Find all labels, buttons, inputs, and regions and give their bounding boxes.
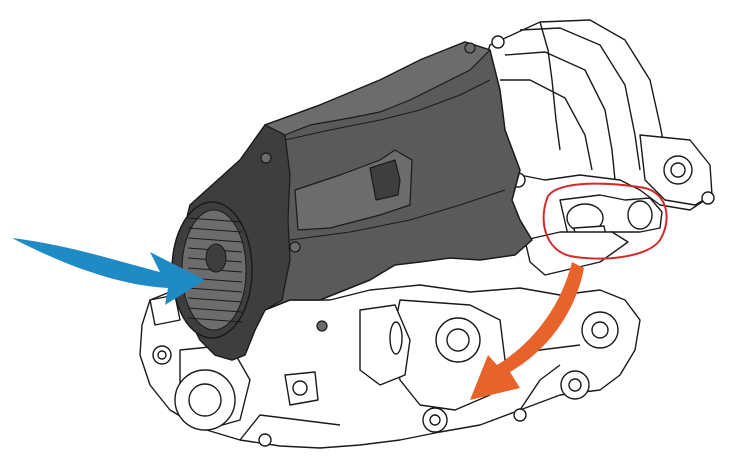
gear-bolt-inner (446, 328, 470, 352)
bottom-bolt-inner (429, 414, 441, 426)
grille-fin (187, 317, 243, 323)
housing-bolt-top-right (464, 42, 476, 54)
cooler-tube-4 (539, 21, 561, 151)
housing-bolt-bottom (316, 320, 328, 332)
small-bolt-bottom-left (258, 433, 272, 447)
housing-seam (289, 189, 506, 241)
highlight-ring (542, 182, 668, 260)
grille-fin (187, 297, 243, 303)
outflow-arrow-icon (470, 262, 584, 400)
edge-line-1 (239, 414, 341, 441)
housing-slot (369, 159, 401, 201)
housing-top-panel (264, 41, 491, 136)
grille-fin (187, 287, 243, 293)
cooler-bolt-top (491, 35, 505, 49)
cooler-tube-2 (504, 51, 616, 181)
edge-line-2 (519, 364, 561, 411)
cooler-port-inner (670, 162, 686, 178)
grille-fin (187, 227, 243, 233)
sensor-tip (627, 200, 653, 230)
nut-left-inner (157, 350, 167, 360)
intake-arrow-icon (12, 238, 205, 305)
engine-lower-assembly (139, 284, 641, 449)
side-bolt-inner (591, 321, 609, 339)
grille-fin (187, 237, 243, 243)
cooler-assembly (479, 19, 715, 276)
cooler-tube-3 (500, 79, 593, 171)
housing-seam-2 (284, 79, 491, 141)
lower-bolt-inner (568, 378, 582, 392)
pulley-inner (188, 383, 222, 417)
housing-bolt-mid (289, 241, 301, 253)
intake-grille (171, 201, 253, 339)
grille-fin (187, 307, 243, 313)
grille-fin (187, 217, 243, 223)
fitting-mid-bolt (292, 380, 308, 396)
cooler-bolt-right (701, 191, 715, 205)
bracket-slot (389, 321, 403, 355)
cooler-tube-1 (519, 27, 641, 171)
small-bolt-bottom-right (513, 408, 527, 422)
housing-bolt-top (260, 152, 272, 164)
grille-hub (205, 243, 227, 273)
